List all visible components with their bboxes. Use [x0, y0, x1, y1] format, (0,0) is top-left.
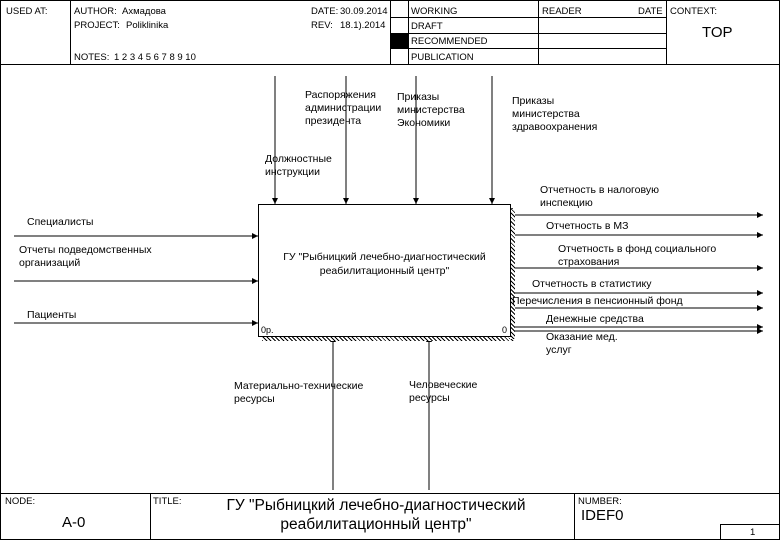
title-label: TITLE:: [153, 496, 182, 507]
recommended-marker: [391, 34, 408, 48]
input-label[interactable]: Специалисты: [27, 216, 94, 228]
output-label[interactable]: Отчетность в налоговую инспекцию: [540, 184, 659, 209]
page-box-left: [720, 524, 721, 540]
header-bottom-border: [0, 64, 780, 65]
project-label: PROJECT:: [74, 20, 120, 31]
diagram-title: ГУ "Рыбницкий лечебно-диагностический ре…: [226, 497, 526, 533]
author-label: AUTHOR:: [74, 6, 117, 17]
output-label[interactable]: Перечисления в пенсионный фонд: [512, 295, 683, 307]
number-value: IDEF0: [581, 507, 624, 524]
output-label[interactable]: Денежные средства: [546, 313, 644, 325]
header-row-line: [390, 48, 666, 49]
activity-box[interactable]: ГУ "Рыбницкий лечебно-диагностический ре…: [258, 204, 511, 337]
output-tunnel-shading: [509, 209, 515, 339]
status-working: WORKING: [411, 6, 458, 17]
activity-box-cost: 0р.: [261, 325, 274, 335]
footer-top-border: [0, 493, 780, 494]
page-number: 1: [750, 527, 756, 538]
footer-divider: [574, 493, 575, 540]
used-at-label: USED AT:: [6, 6, 48, 17]
notes-label: NOTES:: [74, 52, 110, 63]
header-divider: [408, 0, 409, 64]
activity-box-number: 0: [501, 325, 507, 335]
input-label[interactable]: Отчеты подведомственных организаций: [19, 244, 152, 269]
notes-numbers: 1 2 3 4 5 6 7 8 9 10: [114, 52, 196, 63]
header-divider: [666, 0, 667, 64]
header-divider: [538, 0, 539, 64]
reader-label: READER: [542, 6, 582, 17]
control-label[interactable]: Приказы министерства Экономики: [397, 91, 465, 129]
context-label: CONTEXT:: [670, 6, 717, 17]
project-value: Poliklinika: [126, 20, 169, 31]
control-label[interactable]: Приказы министерства здравоохранения: [512, 95, 598, 133]
mechanism-label[interactable]: Человеческие ресурсы: [409, 379, 478, 404]
status-publication: PUBLICATION: [411, 52, 474, 63]
header-divider: [390, 0, 391, 64]
status-draft: DRAFT: [411, 21, 443, 32]
rev-value: 18.1).2014: [340, 20, 386, 31]
date-label: DATE:: [311, 6, 339, 17]
date-value: 30.09.2014: [340, 6, 388, 17]
control-label[interactable]: Должностные инструкции: [265, 153, 332, 178]
mechanism-label[interactable]: Материально-технические ресурсы: [234, 380, 364, 405]
node-label: NODE:: [5, 496, 36, 507]
context-value: TOP: [702, 24, 733, 41]
input-label[interactable]: Пациенты: [27, 309, 77, 321]
reader-date-label: DATE: [638, 6, 663, 17]
output-label[interactable]: Отчетность в МЗ: [546, 220, 629, 232]
footer-divider: [150, 493, 151, 540]
header-divider: [70, 0, 71, 64]
header-row-line: [390, 33, 666, 34]
output-label[interactable]: Отчетность в статистику: [532, 278, 652, 290]
page-box-top: [720, 524, 780, 525]
output-label[interactable]: Отчетность в фонд социального страховани…: [558, 243, 717, 268]
node-value: A-0: [62, 514, 86, 531]
header-row-line: [390, 17, 666, 18]
author-value: Ахмадова: [122, 6, 166, 17]
output-label[interactable]: Оказание мед. услуг: [546, 331, 618, 356]
rev-label: REV:: [311, 20, 333, 31]
activity-box-title: ГУ "Рыбницкий лечебно-диагностический ре…: [283, 251, 486, 277]
number-label: NUMBER:: [578, 496, 622, 507]
control-label[interactable]: Распоряжения администрации президента: [305, 89, 382, 127]
status-recommended: RECOMMENDED: [411, 36, 488, 47]
